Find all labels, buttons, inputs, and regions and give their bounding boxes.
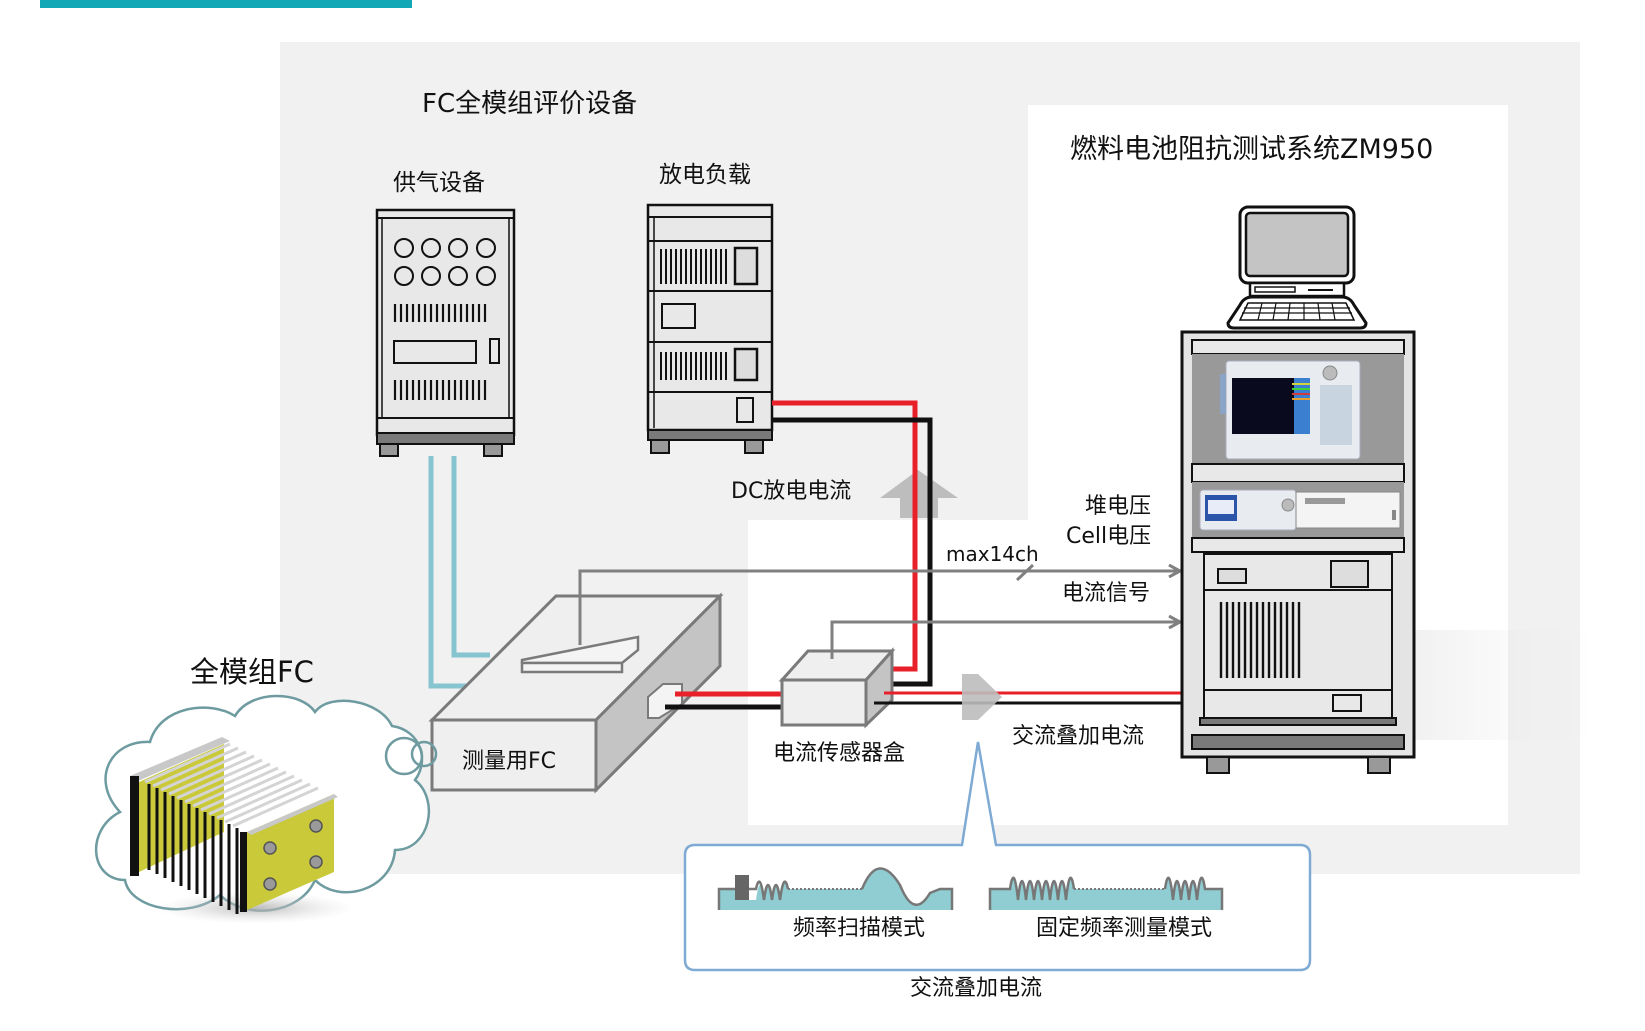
scope-instrument (1220, 360, 1361, 460)
gas-pipes (428, 456, 490, 689)
multi-channel-tick (1015, 563, 1035, 582)
current-signal-line (830, 622, 1180, 659)
measurement-fc-label: 测量用FC (462, 749, 556, 774)
current-signal-label: 电流信号 (1062, 581, 1150, 606)
fixed-mode-label: 固定频率测量模式 (1036, 916, 1212, 941)
sweep-mode-label: 频率扫描模式 (793, 916, 925, 941)
ac-waveform-callout: 频率扫描模式 固定频率测量模式 交流叠加电流 (683, 741, 1312, 1001)
voltage-signal-line (578, 571, 1180, 645)
dc-discharge-current-label: DC放电电流 (731, 479, 851, 504)
cell-voltage-label: Cell电压 (1066, 524, 1151, 549)
full-module-fc: 全模组FC (95, 655, 438, 924)
zm950-rack (1180, 205, 1600, 774)
laptop-icon (1226, 205, 1368, 330)
fixed-mode-waveform: 固定频率测量模式 (988, 876, 1224, 941)
dc-black-wire (772, 417, 933, 687)
current-sensor-box: 电流传感器盒 (773, 647, 905, 766)
discharge-load-label: 放电负载 (659, 162, 751, 188)
sweep-mode-waveform: 频率扫描模式 (717, 867, 954, 941)
gas-supply-rack: 供气设备 (375, 170, 516, 457)
measurement-fc-box: 测量用FC (428, 592, 724, 794)
signal-generator-instrument (1199, 489, 1401, 531)
gas-supply-label: 供气设备 (393, 170, 485, 196)
dc-red-wire (772, 400, 918, 672)
callout-caption: 交流叠加电流 (910, 976, 1042, 1001)
current-sensor-box-label: 电流传感器盒 (773, 741, 905, 766)
dc-flow-arrow (880, 470, 958, 518)
max-channels-label: max14ch (946, 542, 1039, 566)
accent-bar (40, 0, 412, 8)
full-module-fc-label: 全模组FC (190, 655, 314, 689)
zm950-title: 燃料电池阻抗测试系统ZM950 (1070, 134, 1433, 165)
stack-voltage-label: 堆电压 (1085, 494, 1151, 519)
panel-title: FC全模组评价设备 (422, 89, 637, 119)
ac-flow-arrow (962, 674, 1002, 720)
ac-superimposed-current-label: 交流叠加电流 (1012, 724, 1144, 749)
discharge-load-rack: 放电负载 (646, 162, 774, 454)
